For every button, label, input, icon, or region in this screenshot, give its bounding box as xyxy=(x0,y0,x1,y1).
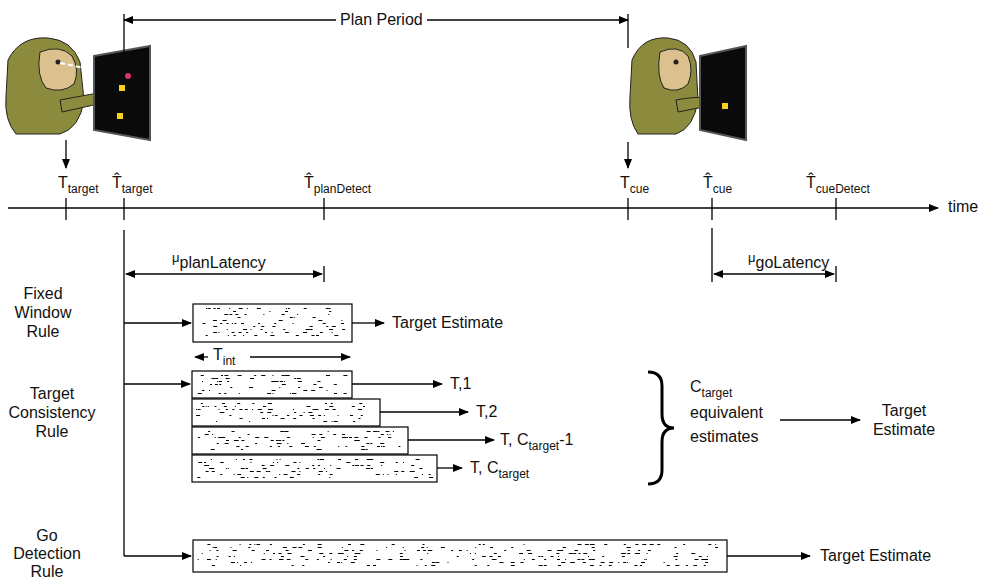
label: T̂ xyxy=(703,174,713,192)
rule-branch xyxy=(124,230,191,556)
label-group: estimates xyxy=(690,428,758,446)
label-group: Ttarget xyxy=(58,174,98,192)
label-group: μgoLatency xyxy=(748,250,829,268)
subscript-label: μ xyxy=(748,250,756,265)
rule-label: Go Detection Rule xyxy=(4,527,90,581)
label-group: T̂planDetect xyxy=(304,174,371,192)
label: -1 xyxy=(559,431,573,449)
label: C xyxy=(690,378,702,396)
label: Target Estimate xyxy=(820,547,931,565)
subscript-label: cueDetect xyxy=(816,182,870,196)
subscript-label: int xyxy=(223,354,236,368)
subscript-label: target xyxy=(702,386,733,400)
subscript-label: target xyxy=(528,439,559,453)
subscript-label: planLatency xyxy=(180,254,266,272)
label: equivalent xyxy=(690,404,763,422)
label: time xyxy=(948,198,978,216)
label: estimates xyxy=(690,428,758,446)
display-screen xyxy=(700,46,746,140)
rule-label: Target Consistency Rule xyxy=(2,384,102,441)
rule-label: Target Estimate xyxy=(864,401,944,439)
subscript-label: μ xyxy=(172,250,180,265)
label-group: time xyxy=(948,198,978,216)
spike-raster xyxy=(196,309,718,566)
label-group: Tint xyxy=(213,346,235,364)
label-group: Plan Period xyxy=(336,11,427,29)
subscript-label: cue xyxy=(630,182,649,196)
event-arrow xyxy=(66,140,628,168)
label-group: T, Ctarget-1 xyxy=(500,431,573,449)
estimate-arrow xyxy=(352,323,860,556)
subscript-label: cue xyxy=(713,182,732,196)
latency-span xyxy=(126,228,836,282)
label-group: Ctarget xyxy=(690,378,732,396)
label: T,2 xyxy=(476,403,497,421)
label-group: T̂target xyxy=(112,174,152,192)
time-axis xyxy=(8,198,938,220)
label-group: Target Estimate xyxy=(392,314,503,332)
label: T xyxy=(620,174,630,192)
label-group: Tcue xyxy=(620,174,649,192)
label-group: T,1 xyxy=(450,375,471,393)
label: T, C xyxy=(470,459,498,477)
label: T, C xyxy=(500,431,528,449)
display-screen xyxy=(94,46,150,140)
spike-raster-box xyxy=(192,304,727,572)
label: T̂ xyxy=(304,174,314,192)
label-group: Target Estimate xyxy=(820,547,931,565)
rule-label: Fixed Window Rule xyxy=(4,284,82,341)
label: T xyxy=(213,346,223,364)
curly-brace xyxy=(648,372,674,484)
label-group: T,2 xyxy=(476,403,497,421)
label: T xyxy=(58,174,68,192)
subscript-label: target xyxy=(498,467,529,481)
label: Target Estimate xyxy=(392,314,503,332)
subscript-label: planDetect xyxy=(314,182,371,196)
subscript-label: goLatency xyxy=(756,254,830,272)
label-group: T̂cue xyxy=(703,174,732,192)
subscript-label: target xyxy=(68,182,99,196)
label-group: T̂cueDetect xyxy=(806,174,870,192)
subscript-label: target xyxy=(122,182,153,196)
label: T,1 xyxy=(450,375,471,393)
label-group: μplanLatency xyxy=(172,250,266,268)
label: T̂ xyxy=(112,174,122,192)
label: T̂ xyxy=(806,174,816,192)
label-group: T, Ctarget xyxy=(470,459,529,477)
label-group: equivalent xyxy=(690,404,763,422)
label: Plan Period xyxy=(340,11,423,29)
